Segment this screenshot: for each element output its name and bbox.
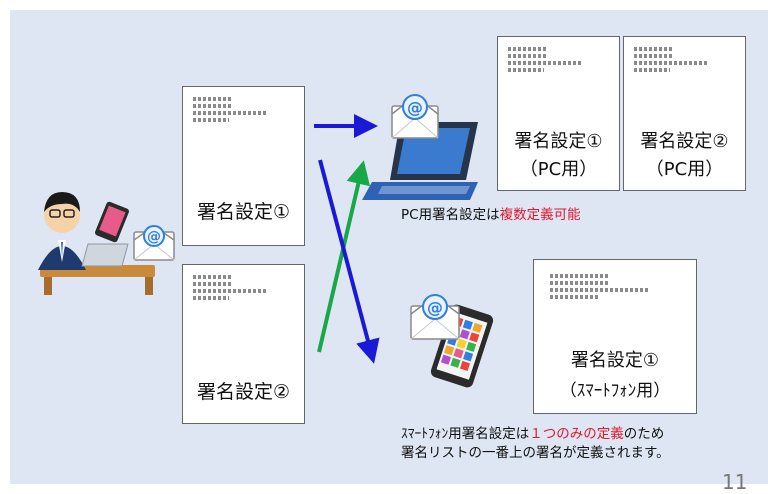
caption-phone-text-end: のため: [623, 426, 665, 442]
caption-phone-text: ｽﾏｰﾄﾌｫﾝ用署名設定は: [401, 426, 530, 442]
doc-signature-1: 署名設定①: [182, 86, 305, 246]
caption-phone-line1: ｽﾏｰﾄﾌｫﾝ用署名設定は１つのみの定義のため: [401, 425, 670, 444]
email-icon-person: @: [133, 225, 175, 261]
doc-placeholder-lines: [193, 97, 267, 125]
doc-pc-signature-2: 署名設定② （PC用）: [623, 36, 746, 191]
doc-label-line2: （PC用）: [519, 159, 598, 180]
caption-phone: ｽﾏｰﾄﾌｫﾝ用署名設定は１つのみの定義のため 署名リストの一番上の署名が定義さ…: [401, 425, 670, 463]
svg-text:@: @: [427, 298, 443, 317]
doc-placeholder-lines: [193, 275, 267, 303]
doc-label-line2: （PC用）: [645, 159, 724, 180]
doc-placeholder-lines: [550, 274, 650, 302]
diagram-graphics: @ @: [38, 94, 494, 388]
email-icon-phone: @: [410, 294, 460, 340]
caption-phone-line2: 署名リストの一番上の署名が定義されます。: [401, 445, 670, 461]
svg-text:@: @: [407, 98, 423, 117]
doc-signature-2: 署名設定②: [182, 264, 305, 424]
arrow-green-to-laptop: [317, 160, 371, 353]
arrow-blue-to-phone: [318, 159, 380, 364]
svg-text:@: @: [147, 229, 161, 245]
caption-pc: PC用署名設定は複数定義可能: [401, 206, 581, 225]
doc-label-line1: 署名設定②: [640, 131, 729, 152]
doc-pc-signature-1: 署名設定① （PC用）: [497, 36, 620, 191]
page-number: 11: [722, 470, 748, 494]
caption-pc-highlight: 複数定義可能: [499, 207, 581, 223]
doc-label-line1: 署名設定①: [514, 131, 603, 152]
email-icon-laptop: @: [391, 94, 439, 139]
doc-smartphone-signature: 署名設定① （ｽﾏｰﾄﾌｫﾝ用）: [533, 259, 697, 414]
doc-placeholder-lines: [508, 47, 582, 75]
person-at-desk-illustration: [38, 192, 155, 295]
caption-pc-text: PC用署名設定は: [401, 207, 500, 223]
doc-label-line2: （ｽﾏｰﾄﾌｫﾝ用）: [559, 381, 671, 401]
caption-phone-highlight: １つのみの定義: [529, 426, 624, 442]
doc-placeholder-lines: [634, 47, 708, 75]
doc-label: 署名設定②: [196, 381, 291, 403]
doc-label: 署名設定①: [196, 201, 291, 223]
doc-label-line1: 署名設定①: [570, 350, 660, 371]
